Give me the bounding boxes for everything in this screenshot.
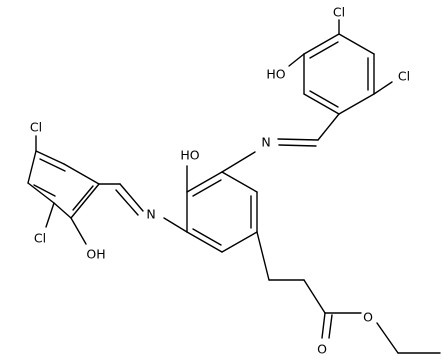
bond (186, 171, 223, 193)
atom-labels: Cl Cl HO HO N N Cl Cl OH O O (30, 5, 410, 357)
bond (338, 93, 375, 115)
atom-label-cl: Cl (30, 120, 42, 135)
bond (303, 279, 326, 314)
bond (303, 93, 340, 115)
bond (221, 151, 256, 173)
bond (45, 202, 55, 228)
bond (72, 185, 94, 211)
bond (376, 322, 399, 354)
bond (27, 150, 37, 184)
bond (256, 231, 270, 281)
bond (309, 41, 339, 59)
atom-label-ho: HO (180, 148, 199, 163)
bond (278, 144, 317, 147)
atom-label-oh: OH (86, 247, 105, 262)
bond (321, 312, 326, 339)
bond (70, 217, 87, 245)
bond (115, 189, 139, 216)
atom-label-n: N (146, 207, 155, 222)
bond (192, 179, 222, 197)
bond (277, 138, 319, 141)
atom-label-n: N (261, 135, 270, 150)
atom-label-cl: Cl (333, 5, 345, 20)
bond (192, 228, 222, 246)
atom-label-cl: Cl (398, 69, 410, 84)
bond (119, 183, 144, 212)
atom-label-o: O (317, 342, 327, 357)
bond (27, 182, 55, 204)
bond (317, 113, 340, 141)
bond (303, 33, 340, 55)
bond (221, 171, 258, 193)
bond (163, 217, 188, 233)
bond (373, 81, 393, 95)
bond (35, 150, 65, 165)
bond (33, 184, 56, 197)
bond (186, 231, 223, 253)
atom-label-cl: Cl (34, 231, 46, 246)
bond (338, 33, 375, 55)
bond (39, 158, 66, 172)
bond (309, 90, 339, 108)
bonds (27, 19, 441, 354)
bond (70, 183, 100, 219)
bond (53, 202, 72, 219)
atom-label-o: O (363, 310, 373, 325)
bond (288, 53, 305, 67)
bond (221, 231, 258, 253)
bond (328, 314, 333, 339)
atom-label-ho: HO (266, 67, 285, 82)
bond (63, 163, 100, 185)
